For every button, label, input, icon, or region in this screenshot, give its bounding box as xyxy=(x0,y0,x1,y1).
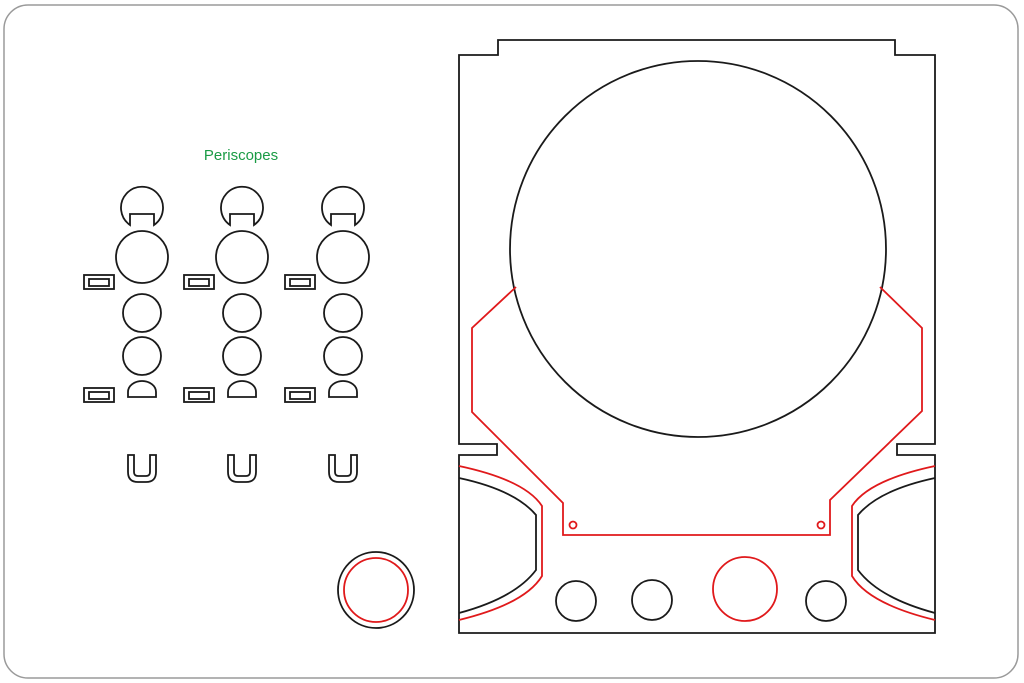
outer-frame xyxy=(3,4,1019,679)
port-circle-1 xyxy=(555,580,597,622)
periscopes-title: Periscopes xyxy=(203,147,279,164)
right-cutout xyxy=(857,477,936,614)
right-cutout-red xyxy=(851,465,936,621)
bolt-hole-right xyxy=(816,520,826,530)
port-circle-red xyxy=(712,556,778,622)
port-circle-3 xyxy=(805,580,847,622)
main-plate-outline xyxy=(458,39,936,634)
hatch-outer-ring xyxy=(337,551,415,629)
hatch-inner-ring xyxy=(343,557,409,623)
turret-ring xyxy=(509,60,887,438)
periscope-column-3 xyxy=(284,185,370,483)
cut-outline xyxy=(471,286,923,536)
bolt-hole-left xyxy=(568,520,578,530)
port-circle-2 xyxy=(631,579,673,621)
periscope-column-2 xyxy=(183,185,269,483)
left-cutout xyxy=(458,477,537,614)
left-cutout-red xyxy=(458,465,543,621)
periscope-column-1 xyxy=(83,185,169,483)
